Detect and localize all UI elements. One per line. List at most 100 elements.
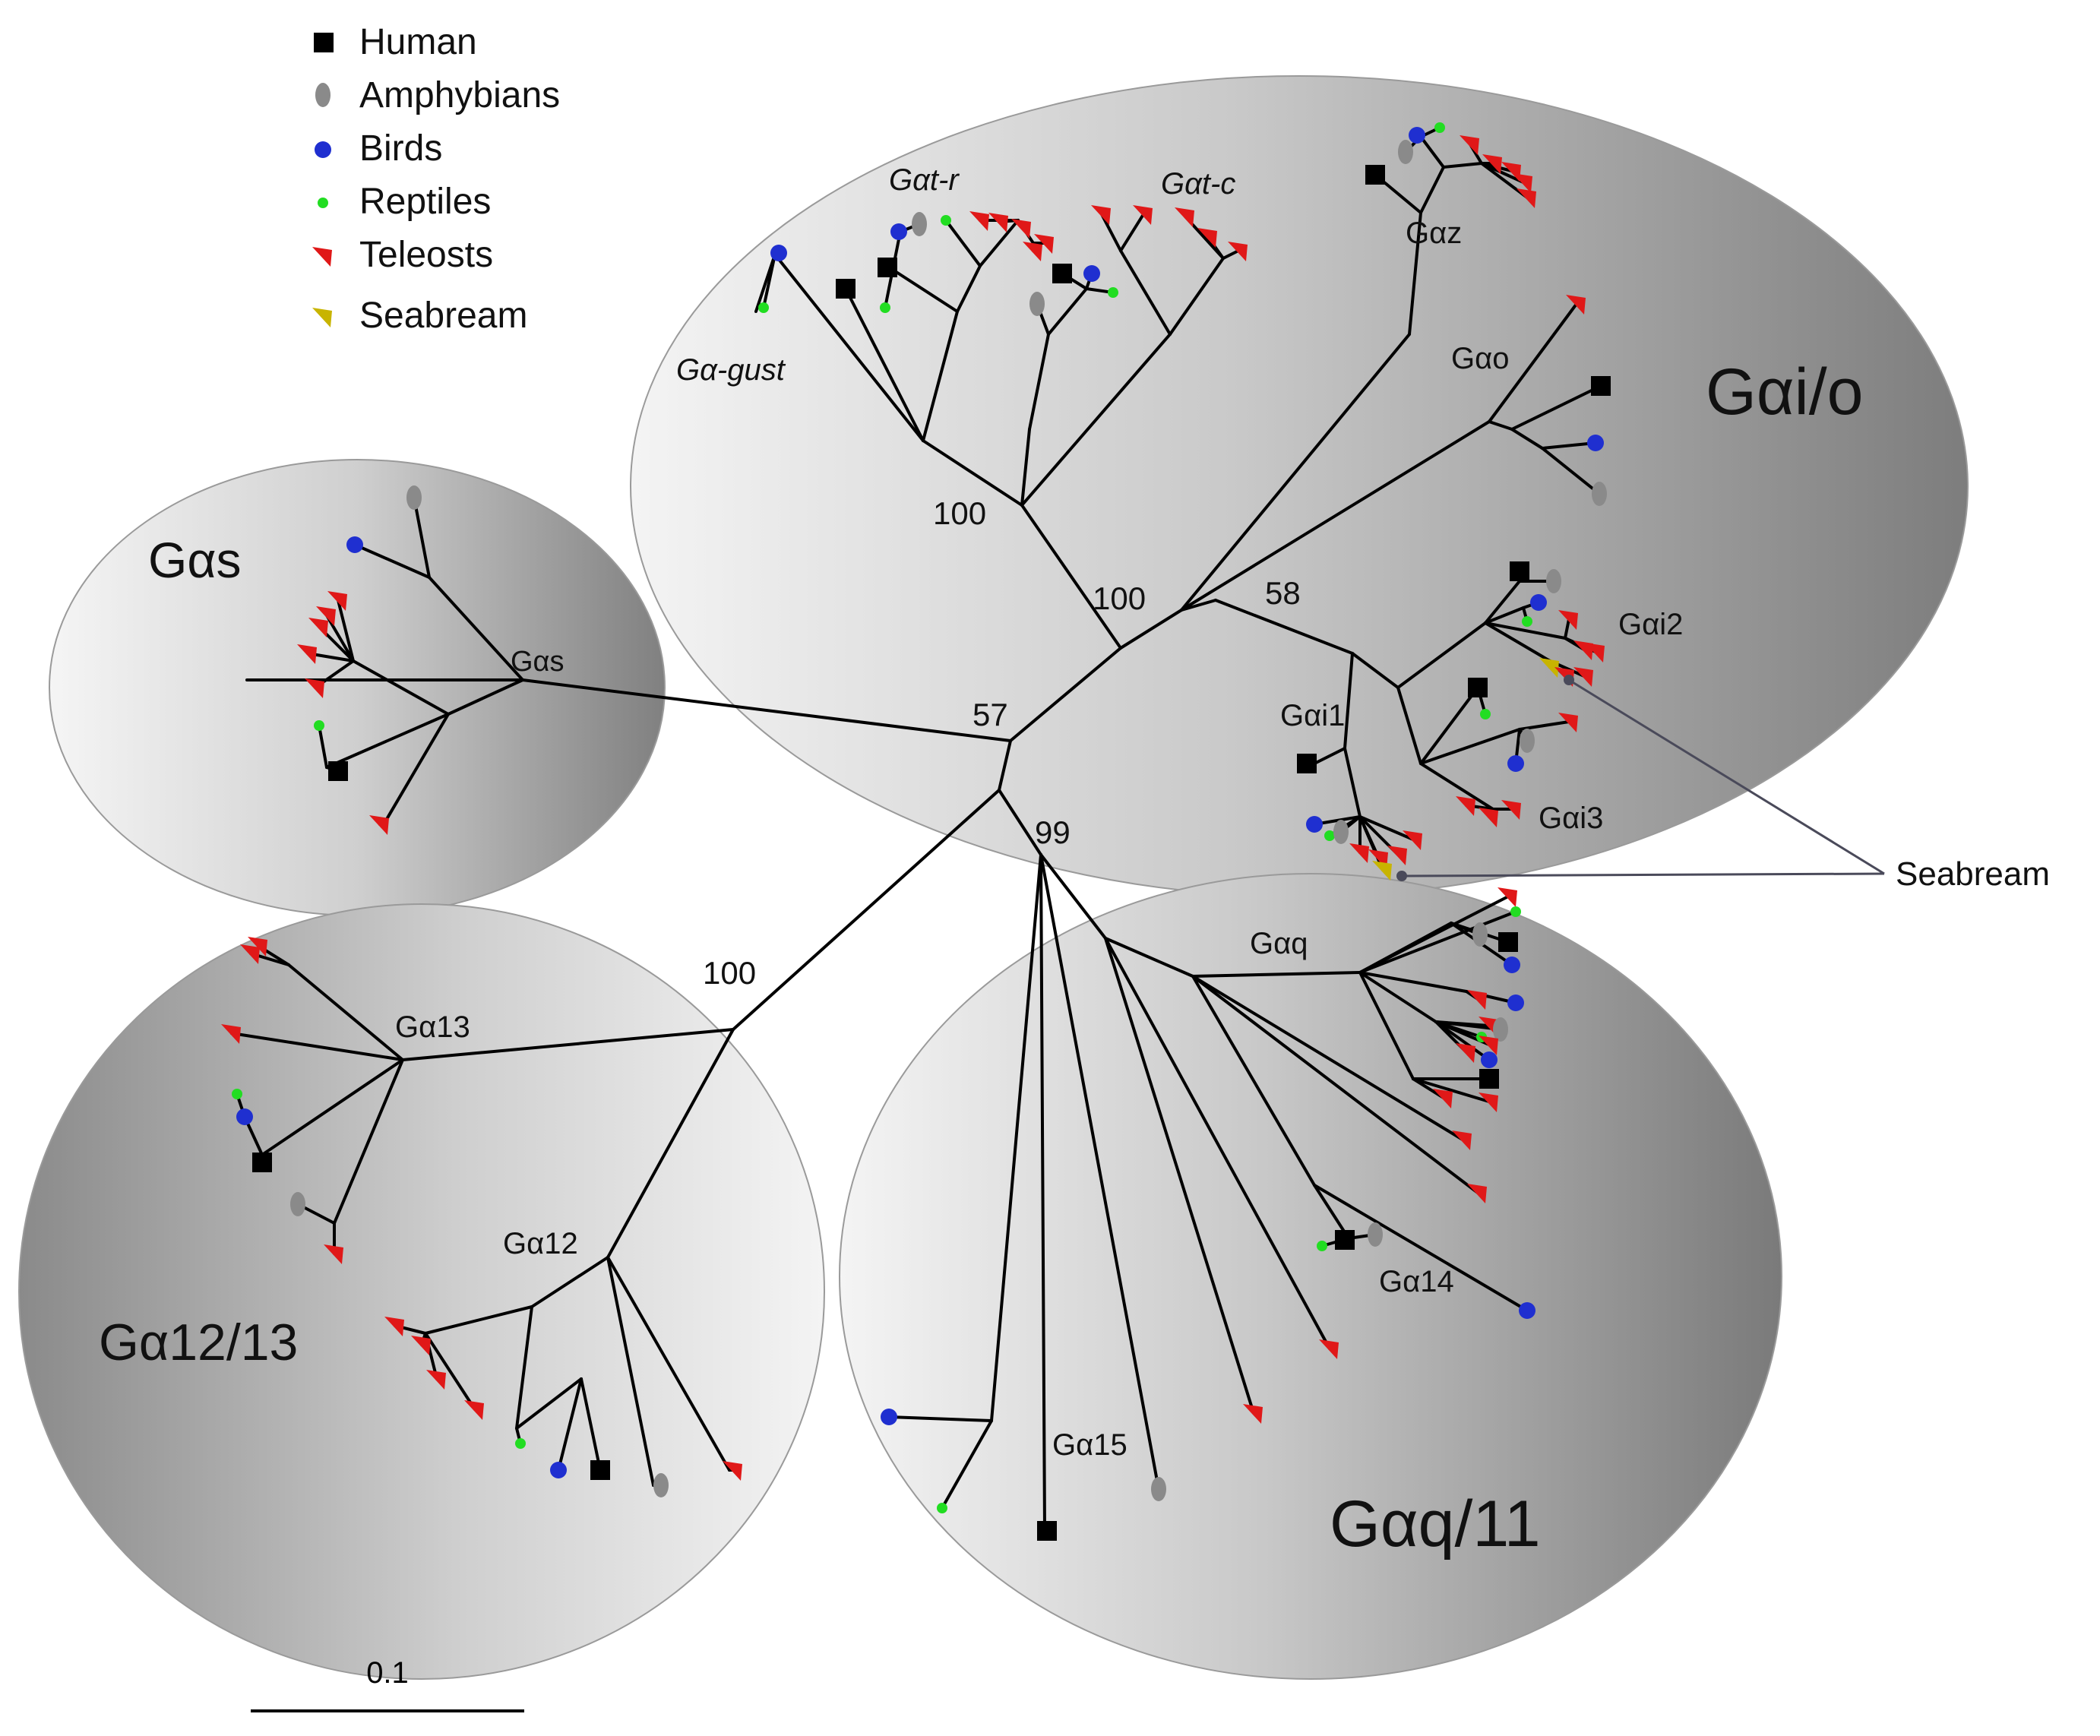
bird-tip-marker — [236, 1108, 253, 1125]
teleost-tip-marker — [1175, 207, 1194, 227]
amphibian-tip-marker — [406, 485, 422, 510]
teleost-tip-marker — [969, 211, 989, 231]
branch — [1191, 975, 1464, 1141]
scale-bar: 0.1 — [251, 1656, 524, 1725]
seabream-callout: Seabream — [1896, 855, 2050, 893]
branch — [424, 1305, 533, 1335]
teleost-tip-marker — [464, 1400, 484, 1420]
branch — [1442, 162, 1483, 169]
bird-tip-marker — [1083, 265, 1100, 282]
branch — [1020, 333, 1172, 507]
clade-label-g13: Gα13 — [395, 1010, 470, 1044]
oval-marker-icon — [315, 83, 330, 107]
amphibian-tip-marker — [1333, 820, 1349, 844]
bootstrap-100-gio: 100 — [1093, 580, 1146, 616]
branch — [1484, 621, 1567, 640]
clade-label-gz: Gαz — [1406, 217, 1462, 250]
branch — [922, 439, 1023, 507]
branch — [1484, 606, 1525, 625]
branch — [521, 678, 1012, 742]
human-tip-marker — [1052, 264, 1072, 283]
teleost-tip-marker — [1387, 846, 1407, 865]
branch — [1351, 652, 1399, 689]
bird-tip-marker — [1481, 1051, 1498, 1068]
teleost-tip-marker — [305, 678, 324, 698]
human-tip-marker — [1335, 1230, 1355, 1250]
legend-item-human: Human — [300, 15, 477, 68]
dot-marker-icon — [318, 198, 328, 208]
clade-label-go: Gαo — [1451, 342, 1509, 375]
legend-label-seabream: Seabream — [359, 295, 528, 336]
reptile-tip-marker — [314, 720, 324, 731]
scale-bar-label: 0.1 — [366, 1656, 409, 1690]
branch — [1039, 853, 1046, 1532]
teleost-tip-marker — [1558, 610, 1578, 630]
human-tip-marker — [1297, 754, 1317, 773]
branch — [413, 496, 431, 579]
human-tip-marker — [1498, 932, 1518, 952]
bootstrap-100-gt: 100 — [933, 495, 986, 531]
teleost-tip-marker — [369, 815, 389, 835]
teleost-tip-marker — [221, 1024, 241, 1044]
branch — [1488, 302, 1578, 423]
bird-tip-marker — [881, 1409, 897, 1425]
branch — [1412, 1077, 1491, 1103]
tree-tips — [221, 122, 1611, 1541]
teleost-tip-marker — [1228, 242, 1248, 261]
branch — [353, 543, 431, 579]
seabream-tip-marker — [1372, 861, 1392, 881]
branch — [424, 1332, 476, 1411]
teleost-tip-marker — [1319, 1339, 1339, 1359]
reptile-tip-marker — [1108, 287, 1118, 298]
branch — [1419, 762, 1494, 811]
branch — [1541, 441, 1597, 450]
branch — [998, 789, 1042, 856]
branch — [447, 678, 524, 716]
amphibian-tip-marker — [1520, 729, 1535, 753]
circle-marker-icon — [315, 141, 331, 158]
bird-tip-marker — [1504, 957, 1520, 973]
teleost-tip-marker — [384, 1317, 404, 1336]
branch — [1396, 621, 1487, 689]
seabream-arrow-head-upper — [1564, 675, 1574, 685]
branch — [1191, 975, 1479, 1194]
group-label-gio: Gαi/o — [1706, 356, 1863, 428]
branch — [891, 268, 959, 313]
group-label-g12-13: Gα12/13 — [99, 1314, 298, 1371]
branch — [990, 853, 1042, 1422]
branch — [887, 1415, 993, 1422]
branch — [1180, 599, 1217, 612]
teleost-tip-marker — [1498, 887, 1517, 907]
teleost-tip-marker — [1479, 1036, 1498, 1055]
branch — [1564, 618, 1570, 640]
branch — [1484, 580, 1521, 625]
branch — [1119, 213, 1145, 252]
seabream-arrow-head-lower — [1396, 871, 1407, 881]
branch — [944, 219, 982, 267]
legend-label-birds: Birds — [359, 128, 443, 169]
reptile-tip-marker — [937, 1503, 947, 1513]
teleost-tip-marker — [1456, 1043, 1475, 1063]
legend-item-amphibians: Amphybians — [300, 68, 560, 122]
branch — [325, 614, 355, 662]
human-tip-marker — [1037, 1521, 1057, 1541]
branch — [1119, 609, 1183, 650]
teleost-tip-marker — [1133, 205, 1153, 225]
seabream-arrow-lower — [1401, 872, 1885, 877]
branch — [1419, 728, 1521, 765]
branch — [318, 724, 328, 769]
branch — [1480, 162, 1525, 184]
branch — [1541, 447, 1601, 495]
branch — [956, 264, 982, 313]
branch — [1313, 1184, 1529, 1312]
reptile-tip-marker — [880, 302, 890, 313]
teleost-tip-marker — [1482, 154, 1502, 174]
branch — [337, 599, 355, 662]
branch — [998, 739, 1012, 792]
reptile-tip-marker — [1510, 906, 1521, 917]
branch — [1009, 647, 1122, 742]
clade-label-gt-c: Gαt-c — [1161, 167, 1235, 201]
branch — [979, 219, 1020, 267]
bootstrap-100-g12: 100 — [703, 955, 756, 991]
